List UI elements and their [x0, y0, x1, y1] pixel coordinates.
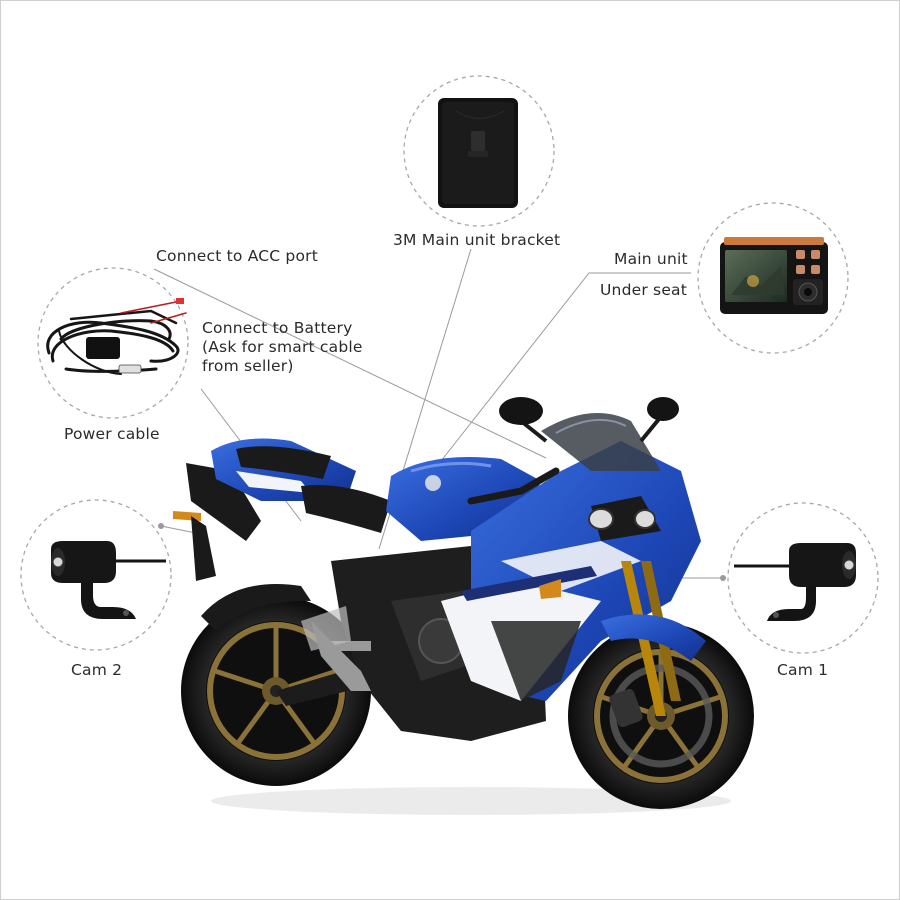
cable-box-icon [86, 337, 120, 359]
cable-tag-icon [118, 364, 142, 374]
label-main-unit: Main unit [614, 250, 688, 268]
label-power-cable: Power cable [64, 425, 160, 443]
label-battery-line3: from seller) [202, 357, 294, 375]
circle-cam2 [20, 499, 172, 651]
cable-connector-icon [176, 298, 184, 304]
callout-line-acc [153, 268, 547, 459]
label-acc-port: Connect to ACC port [156, 247, 318, 265]
callout-dot-cam2 [158, 523, 164, 529]
label-cam1: Cam 1 [777, 661, 829, 679]
cable-harness-icon [46, 300, 187, 375]
circle-main-unit [697, 202, 849, 354]
label-under-seat: Under seat [600, 281, 688, 299]
callout-circles [20, 75, 879, 654]
circle-cam1 [727, 502, 879, 654]
label-battery-line2: (Ask for smart cable [202, 338, 363, 356]
bracket-pad-icon [438, 98, 518, 208]
circle-power-cable [37, 267, 189, 419]
motorcycle-illustration [173, 397, 754, 815]
callout-lines [153, 248, 726, 579]
rear-camera-icon [51, 541, 166, 619]
main-unit-dvr-icon [720, 237, 828, 314]
callout-dot-cam1 [720, 575, 726, 581]
front-camera-icon [734, 543, 856, 621]
label-cam2: Cam 2 [71, 661, 123, 679]
label-battery-line1: Connect to Battery [202, 319, 353, 337]
circle-bracket [403, 75, 555, 227]
callout-line-main-unit [440, 272, 691, 462]
label-battery: Connect to Battery (Ask for smart cable … [202, 319, 363, 376]
label-bracket: 3M Main unit bracket [393, 231, 561, 249]
